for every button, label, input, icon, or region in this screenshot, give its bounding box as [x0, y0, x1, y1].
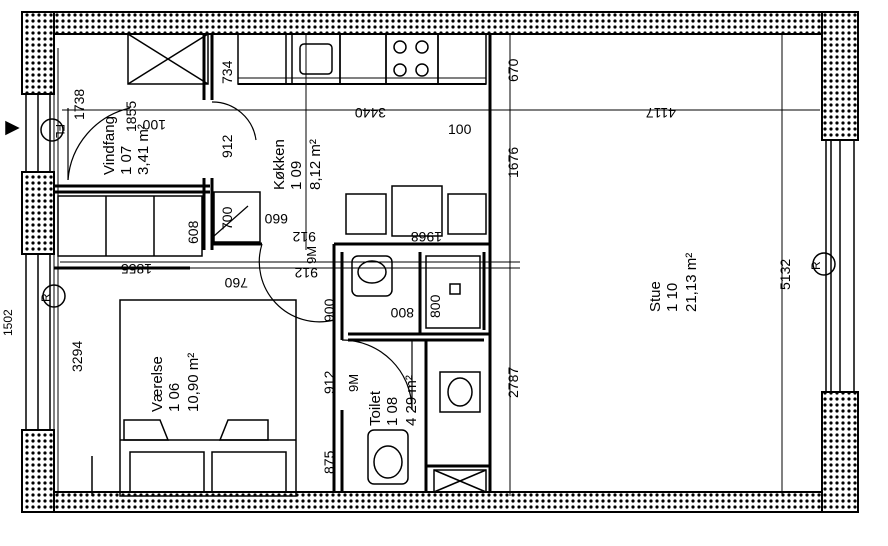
dim-760: 760: [224, 275, 248, 291]
wall-top: [21, 11, 859, 35]
r-symbol-left: [42, 284, 66, 308]
shower-upper: [425, 255, 481, 329]
wall-bottom: [21, 491, 859, 513]
room-vindfang-name: Vindfang: [101, 116, 118, 175]
dim-3440: 3440: [355, 105, 386, 121]
fl-label: FL: [53, 124, 67, 138]
dim-912-d: 912: [321, 370, 337, 394]
edge-label-left: 1502: [1, 309, 15, 336]
dim-1738: 1738: [71, 89, 87, 120]
dim-1676: 1676: [505, 147, 521, 178]
room-kokken-name: Køkken: [271, 139, 288, 190]
room-stue-name: Stue: [647, 281, 664, 312]
kitchen-cabinet-1: [127, 33, 209, 85]
dim-734: 734: [219, 60, 235, 84]
r-label-left: R: [39, 293, 53, 302]
dimension-labels: 1738 1855 100 734 3440 4117 100 670 1676…: [1, 58, 793, 474]
dim-800-b: 800: [390, 305, 414, 321]
room-toilet: Toilet 1 08 4 29 m²: [367, 375, 420, 426]
kitchen-counter: [127, 33, 487, 85]
room-toilet-area: 4 29 m²: [403, 375, 420, 426]
wall-right-bottom: [821, 391, 859, 513]
r-symbol-right: [812, 252, 836, 276]
room-kokken: Køkken 1 09 8,12 m²: [271, 139, 324, 190]
wall-right-top: [821, 11, 859, 141]
dim-700: 700: [219, 206, 235, 230]
mark-9m-lower: 9M: [346, 374, 361, 392]
kitchen-cabinet-4: [437, 33, 487, 85]
dim-912-a: 912: [219, 134, 235, 158]
dim-4117: 4117: [646, 105, 676, 121]
toilet-lower: [367, 429, 409, 485]
room-vaerelse: Værelse 1 06 10,90 m²: [149, 353, 202, 412]
dim-3294: 3294: [69, 341, 85, 372]
room-vindfang-number: 1 07: [118, 146, 135, 175]
wall-left-bottom: [21, 429, 55, 513]
bed: [91, 299, 297, 497]
doors: [67, 101, 413, 411]
r-label-right: R: [809, 261, 823, 270]
room-toilet-name: Toilet: [367, 390, 384, 426]
room-vaerelse-name: Værelse: [149, 356, 166, 412]
room-kokken-number: 1 09: [288, 161, 305, 190]
wardrobe: [57, 191, 261, 257]
outer-walls: [21, 11, 859, 513]
room-vindfang-area: 3,41 m²: [135, 124, 152, 175]
room-stue: Stue 1 10 21,13 m²: [647, 253, 700, 312]
shower-lower: [433, 469, 487, 493]
dim-875: 875: [321, 450, 337, 474]
kitchen-cabinet-2: [237, 33, 287, 85]
symbol-labels: FL R R: [39, 124, 823, 302]
dim-1855-mid: 1855: [121, 261, 152, 277]
kitchen-table: [345, 185, 487, 237]
kitchen-cabinet-3: [339, 33, 387, 85]
room-vindfang: Vindfang 1 07 3,41 m²: [101, 116, 152, 175]
dim-5132: 5132: [777, 259, 793, 290]
room-stue-number: 1 10: [664, 283, 681, 312]
bathroom-fixtures: [351, 255, 487, 493]
toilet-upper: [351, 255, 393, 297]
dim-1855-top: 1855: [123, 101, 139, 132]
reference-lines: [53, 34, 820, 496]
dim-1968: 1968: [411, 229, 442, 245]
windows: [25, 93, 855, 431]
dim-100-right: 100: [448, 121, 472, 137]
wall-left-mid: [21, 171, 55, 255]
room-labels: Vindfang 1 07 3,41 m² Køkken 1 09 8,12 m…: [101, 116, 700, 426]
room-vaerelse-area: 10,90 m²: [185, 353, 202, 412]
dim-900: 900: [321, 298, 337, 322]
dim-100-left: 100: [142, 117, 166, 133]
sink: [439, 371, 481, 413]
dim-670: 670: [505, 58, 521, 82]
room-toilet-number: 1 08: [384, 397, 401, 426]
dim-800-a: 800: [427, 294, 443, 318]
dim-2787: 2787: [505, 367, 521, 398]
symbols: [5, 118, 836, 308]
room-stue-area: 21,13 m²: [683, 253, 700, 312]
dim-912-c: 912: [294, 265, 318, 281]
dim-912-b: 912: [292, 229, 316, 245]
kitchen-sink: [291, 33, 341, 85]
wall-left-top: [21, 11, 55, 95]
kitchen-stove: [385, 33, 439, 85]
fl-symbol: [40, 118, 64, 142]
dim-660: 660: [264, 211, 288, 227]
dim-608: 608: [185, 220, 201, 244]
mark-9m-upper: 9M: [304, 246, 319, 264]
room-vaerelse-number: 1 06: [166, 383, 183, 412]
arrow-icon: [5, 120, 20, 136]
room-kokken-area: 8,12 m²: [307, 139, 324, 190]
